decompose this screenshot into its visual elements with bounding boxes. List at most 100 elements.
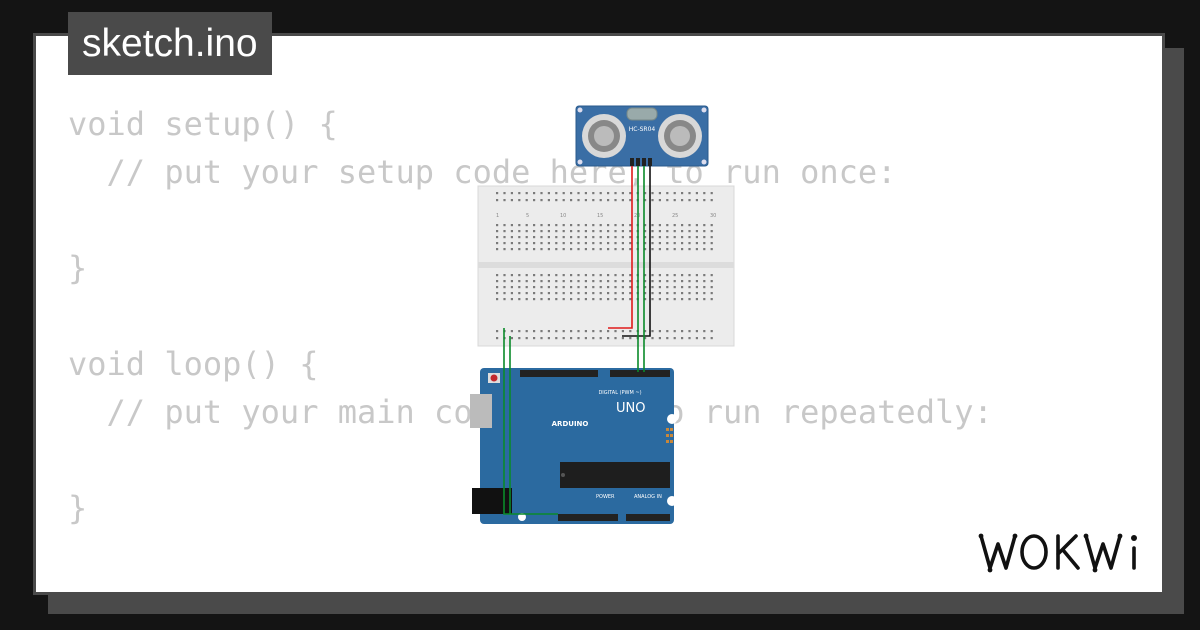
breadboard-hole — [651, 224, 654, 227]
ultrasonic-sensor[interactable]: HC-SR04 — [575, 105, 709, 167]
breadboard-hole — [666, 274, 669, 277]
breadboard-hole — [695, 242, 698, 245]
breadboard-hole — [518, 242, 521, 245]
breadboard-hole — [607, 199, 610, 202]
breadboard-hole — [695, 298, 698, 301]
breadboard-hole — [599, 337, 602, 340]
breadboard-hole — [621, 230, 624, 233]
breadboard-hole — [584, 298, 587, 301]
breadboard-hole — [533, 224, 536, 227]
breadboard-hole — [629, 280, 632, 283]
breadboard-hole — [599, 230, 602, 233]
file-tab[interactable]: sketch.ino — [68, 12, 272, 75]
breadboard-hole — [629, 192, 632, 195]
breadboard-hole — [673, 280, 676, 283]
breadboard-hole — [547, 330, 550, 333]
breadboard-hole — [584, 330, 587, 333]
breadboard-hole — [614, 192, 617, 195]
breadboard-hole — [510, 199, 513, 202]
breadboard-hole — [644, 274, 647, 277]
breadboard-hole — [592, 280, 595, 283]
breadboard-hole — [525, 248, 528, 251]
breadboard-hole — [540, 192, 543, 195]
breadboard-hole — [681, 248, 684, 251]
breadboard-hole — [607, 298, 610, 301]
breadboard-hole — [629, 199, 632, 202]
breadboard-hole — [525, 224, 528, 227]
breadboard-hole — [666, 224, 669, 227]
breadboard-hole — [651, 274, 654, 277]
breadboard-hole — [510, 292, 513, 295]
breadboard-hole — [695, 248, 698, 251]
breadboard-hole — [695, 280, 698, 283]
code-editor[interactable]: void setup() { // put your setup code he… — [68, 100, 993, 532]
breadboard-hole — [547, 280, 550, 283]
breadboard-hole — [599, 236, 602, 239]
breadboard-hole — [540, 330, 543, 333]
breadboard-hole — [599, 224, 602, 227]
breadboard-hole — [533, 330, 536, 333]
breadboard-hole — [614, 292, 617, 295]
breadboard-hole — [562, 192, 565, 195]
breadboard-hole — [651, 286, 654, 289]
breadboard-hole — [666, 230, 669, 233]
breadboard-hole — [614, 248, 617, 251]
board-model: UNO — [616, 401, 645, 416]
wire-power-5v — [503, 328, 558, 515]
breadboard-hole — [547, 292, 550, 295]
breadboard-hole — [681, 236, 684, 239]
breadboard-hole — [695, 199, 698, 202]
breadboard-hole — [710, 199, 713, 202]
breadboard-hole — [496, 224, 499, 227]
breadboard-hole — [695, 330, 698, 333]
breadboard-hole — [525, 236, 528, 239]
breadboard-hole — [547, 224, 550, 227]
breadboard-hole — [510, 337, 513, 340]
arduino-uno-board[interactable]: DIGITAL (PWM ~) ARDUINO UNO POWER ANALOG… — [470, 368, 677, 524]
breadboard-hole — [562, 242, 565, 245]
breadboard-hole — [503, 230, 506, 233]
breadboard-hole — [570, 274, 573, 277]
breadboard-hole — [496, 248, 499, 251]
breadboard-hole — [592, 230, 595, 233]
breadboard-hole — [510, 286, 513, 289]
breadboard-hole — [607, 337, 610, 340]
breadboard-hole — [577, 337, 580, 340]
breadboard-hole — [658, 337, 661, 340]
breadboard-hole — [540, 298, 543, 301]
breadboard-hole — [673, 224, 676, 227]
breadboard-hole — [614, 274, 617, 277]
breadboard-hole — [570, 286, 573, 289]
breadboard-hole — [592, 248, 595, 251]
breadboard-hole — [614, 230, 617, 233]
breadboard-hole — [533, 236, 536, 239]
breadboard-hole — [695, 230, 698, 233]
breadboard-hole — [681, 292, 684, 295]
breadboard-hole — [570, 230, 573, 233]
breadboard-hole — [570, 337, 573, 340]
breadboard-hole — [599, 298, 602, 301]
breadboard-hole — [644, 280, 647, 283]
breadboard-hole — [614, 337, 617, 340]
breadboard-number: 30 — [710, 213, 716, 219]
breadboard-hole — [666, 192, 669, 195]
breadboard-hole — [703, 292, 706, 295]
breadboard-hole — [695, 192, 698, 195]
breadboard-hole — [533, 337, 536, 340]
breadboard-hole — [577, 192, 580, 195]
breadboard-hole — [710, 292, 713, 295]
breadboard-hole — [584, 199, 587, 202]
breadboard-hole — [629, 236, 632, 239]
breadboard-hole — [621, 248, 624, 251]
breadboard-hole — [703, 248, 706, 251]
wokwi-logo[interactable] — [976, 524, 1152, 578]
breadboard-hole — [607, 286, 610, 289]
board-header-analog: ANALOG IN — [634, 494, 662, 500]
breadboard-hole — [621, 286, 624, 289]
breadboard-hole — [599, 330, 602, 333]
breadboard-hole — [533, 286, 536, 289]
breadboard-hole — [510, 236, 513, 239]
breadboard-hole — [584, 224, 587, 227]
breadboard-hole — [547, 236, 550, 239]
breadboard-hole — [710, 337, 713, 340]
